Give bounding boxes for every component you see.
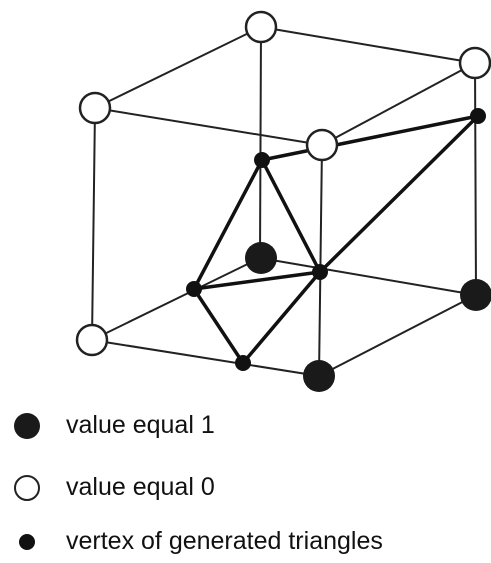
- triangle-vertex: [470, 108, 486, 124]
- vertex-value-1: [303, 360, 335, 392]
- cube-edge: [260, 26, 476, 64]
- cube-edge: [91, 339, 320, 377]
- vertex-value-0: [244, 10, 278, 44]
- vertex-value-0: [458, 46, 491, 80]
- triangle-vertices: [186, 108, 486, 371]
- vertex-value-0: [78, 91, 112, 125]
- vertex-value-1: [245, 242, 277, 274]
- legend-item-value-1: value equal 1: [0, 403, 491, 447]
- legend-label: vertex of generated triangles: [66, 527, 383, 555]
- cube-edge: [94, 107, 323, 146]
- cube-edge: [318, 294, 477, 377]
- cube-edge: [91, 107, 96, 341]
- triangle-edge: [192, 158, 264, 291]
- legend-item-value-0: value equal 0: [0, 465, 491, 509]
- cube-edge: [259, 257, 477, 296]
- triangle-vertex: [186, 281, 202, 297]
- marching-cubes-diagram: [75, 10, 491, 392]
- cube-edge: [321, 62, 476, 146]
- hollow-circle-icon: [14, 475, 40, 501]
- legend-label: value equal 1: [66, 411, 215, 439]
- triangle-edges: [192, 114, 480, 365]
- triangle-edge: [192, 287, 245, 365]
- cube-edge: [474, 62, 477, 296]
- triangle-edge: [192, 270, 322, 291]
- cube-edge: [318, 144, 323, 377]
- legend-label: value equal 0: [66, 473, 215, 501]
- triangle-edge: [241, 270, 322, 365]
- vertex-value-1: [460, 279, 491, 311]
- triangle-vertex: [235, 355, 251, 371]
- filled-vertices: [245, 242, 491, 392]
- filled-circle-icon: [14, 413, 40, 439]
- cube-edge: [259, 26, 262, 259]
- triangle-edge: [318, 114, 480, 274]
- small-dot-icon: [19, 534, 35, 550]
- triangle-vertex: [254, 152, 270, 168]
- hollow-vertices: [75, 10, 491, 357]
- cube-edge: [91, 257, 261, 341]
- legend-item-triangle-vertex: vertex of generated triangles: [0, 518, 491, 562]
- vertex-value-0: [305, 128, 339, 162]
- triangle-edge: [260, 158, 322, 274]
- vertex-value-0: [75, 323, 109, 357]
- cube-edge: [94, 26, 262, 109]
- cube-edges: [91, 26, 477, 377]
- triangle-edge: [260, 114, 480, 162]
- triangle-vertex: [312, 264, 328, 280]
